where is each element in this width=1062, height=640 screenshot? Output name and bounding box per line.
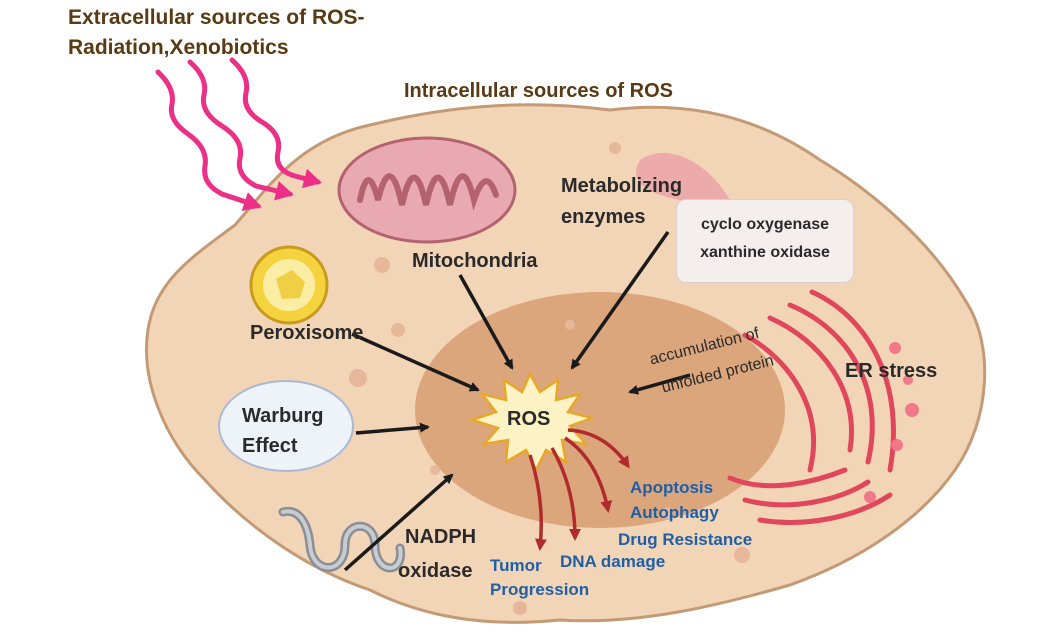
- progression-label: Progression: [490, 580, 590, 599]
- er-ribosomes: [864, 342, 919, 503]
- enzyme-xanthine-oxidase: xanthine oxidase: [700, 244, 830, 261]
- apoptosis-label: Apoptosis: [630, 478, 714, 497]
- er-stress-label: ER stress: [845, 360, 938, 382]
- outcome-arrows: [528, 428, 630, 551]
- oxidase-label: oxidase: [398, 560, 473, 582]
- extracellular-title: Extracellular sources of ROS-: [68, 6, 365, 29]
- autophagy-label: Autophagy: [630, 503, 719, 522]
- warburg-label: Warburg: [242, 405, 324, 427]
- er-organelle: [727, 289, 896, 525]
- arrow-enzymes: [570, 230, 670, 370]
- drug-resistance-label: Drug Resistance: [618, 530, 753, 549]
- arrow-er: [628, 373, 691, 395]
- arrow-dna-damage: [550, 447, 581, 541]
- source-arrows: [343, 230, 691, 572]
- nucleus: [415, 292, 785, 528]
- ros-label: ROS: [507, 408, 551, 430]
- intracellular-title: Intracellular sources of ROS: [404, 80, 673, 102]
- arrow-mitochondria: [458, 274, 514, 370]
- arrow-peroxisome: [351, 332, 480, 392]
- mitochondria-organelle: [337, 136, 517, 244]
- mitochondria-label: Mitochondria: [412, 250, 538, 272]
- warburg-bubble: [218, 380, 354, 472]
- enzyme-blob: [635, 152, 731, 208]
- arrow-warburg: [355, 422, 430, 435]
- arrow-nadph: [343, 473, 454, 572]
- peroxisome-organelle: [249, 245, 329, 325]
- nadph-label: NADPH: [405, 526, 477, 548]
- extracellular-subtitle: Radiation,Xenobiotics: [68, 36, 289, 59]
- enzyme-cyclooxygenase: cyclo oxygenase: [700, 216, 830, 233]
- dna-damage-label: DNA damage: [560, 552, 666, 571]
- metabolizing-label: Metabolizing: [561, 175, 683, 197]
- peroxisome-label: Peroxisome: [250, 322, 364, 344]
- tumor-label: Tumor: [490, 556, 542, 575]
- enzyme-list-box: cyclo oxygenase xanthine oxidase: [676, 199, 854, 283]
- enzymes-label: enzymes: [561, 206, 646, 228]
- arrow-apoptosis: [567, 428, 630, 469]
- arrow-drug-resistance: [564, 436, 613, 513]
- radiation-waves: [155, 57, 322, 212]
- effect-label: Effect: [242, 435, 298, 457]
- arrow-tumor: [528, 454, 547, 551]
